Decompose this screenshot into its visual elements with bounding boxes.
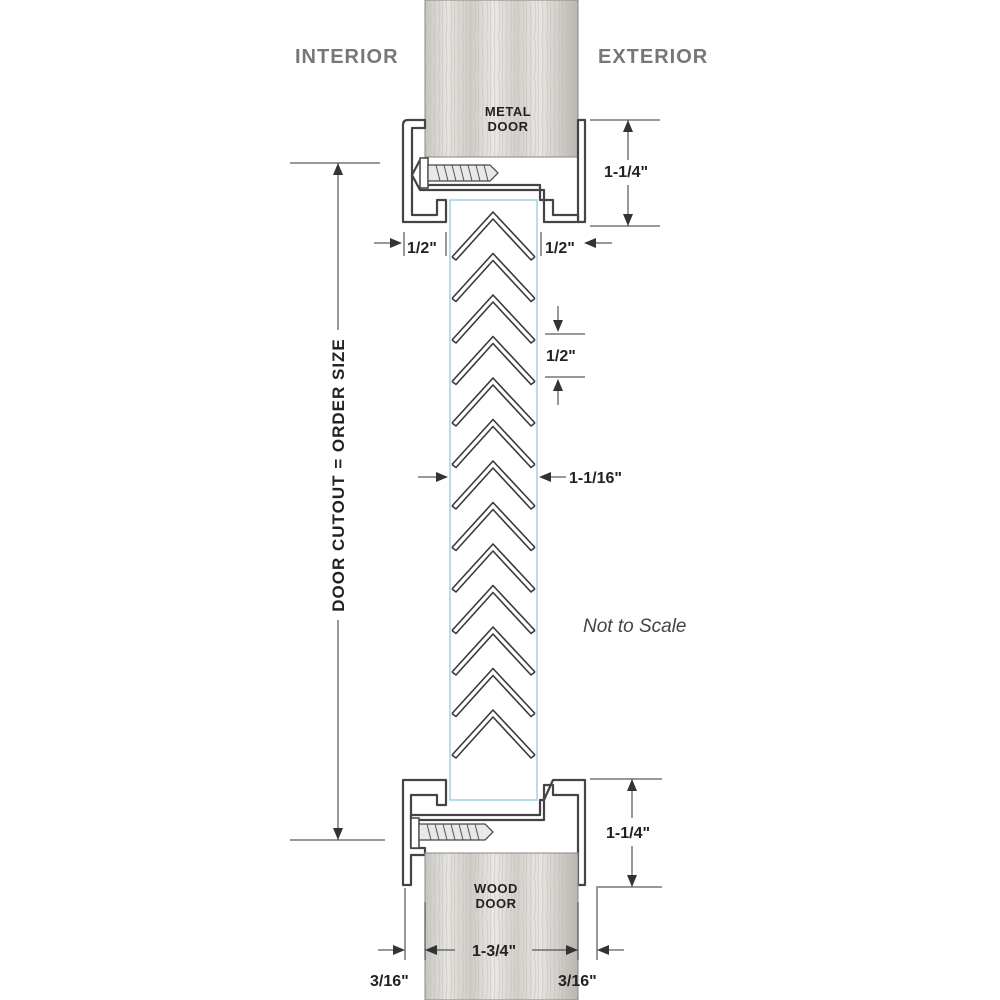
door-thickness-dimensions	[378, 888, 624, 960]
louver-blade	[451, 543, 536, 593]
metal-door	[424, 0, 579, 158]
louver-depth-dimension	[418, 472, 566, 482]
wood-door-label-line2: DOOR	[476, 896, 517, 911]
bottom-frame	[401, 778, 587, 887]
louver-blade	[451, 584, 536, 635]
louver-blade	[451, 294, 536, 344]
bottom-frame-depth-dimension	[590, 778, 662, 888]
louver-depth-label: 1-1/16"	[569, 470, 622, 487]
louver-blades	[451, 211, 536, 759]
louver-blade	[451, 211, 536, 261]
right-offset-label: 1/2"	[545, 240, 575, 257]
cutout-label: DOOR CUTOUT = ORDER SIZE	[329, 338, 348, 612]
exterior-label: EXTERIOR	[598, 46, 708, 68]
top-frame-depth-label: 1-1/4"	[604, 164, 648, 181]
door-thickness-label: 1-3/4"	[472, 943, 516, 960]
metal-door-label-line2: DOOR	[488, 119, 529, 134]
louver-blade	[451, 335, 536, 386]
metal-door-label-line1: METAL	[485, 104, 531, 119]
cutout-dimension	[290, 162, 385, 841]
louver-blade	[451, 252, 536, 303]
left-offset-label: 1/2"	[407, 240, 437, 257]
interior-label: INTERIOR	[295, 46, 399, 68]
louver-blade	[451, 418, 536, 469]
wood-door-label-line1: WOOD	[474, 881, 518, 896]
not-to-scale-note: Not to Scale	[583, 616, 687, 637]
louver-blade	[451, 377, 536, 427]
louver-blade	[451, 501, 536, 552]
louver-opening	[449, 199, 538, 801]
top-frame-depth-dimension	[590, 119, 660, 227]
louver-blade	[451, 667, 536, 718]
right-lip-label: 3/16"	[558, 973, 597, 990]
louver-blade	[451, 709, 536, 759]
wood-door	[424, 852, 579, 1000]
louver-blade	[451, 626, 536, 676]
offset-dimensions	[374, 232, 612, 256]
left-lip-label: 3/16"	[370, 973, 409, 990]
blade-spacing-dimension	[545, 306, 585, 405]
bottom-frame-depth-label: 1-1/4"	[606, 825, 650, 842]
louver-blade	[451, 460, 536, 510]
top-frame	[401, 118, 587, 224]
blade-spacing-label: 1/2"	[546, 348, 576, 365]
